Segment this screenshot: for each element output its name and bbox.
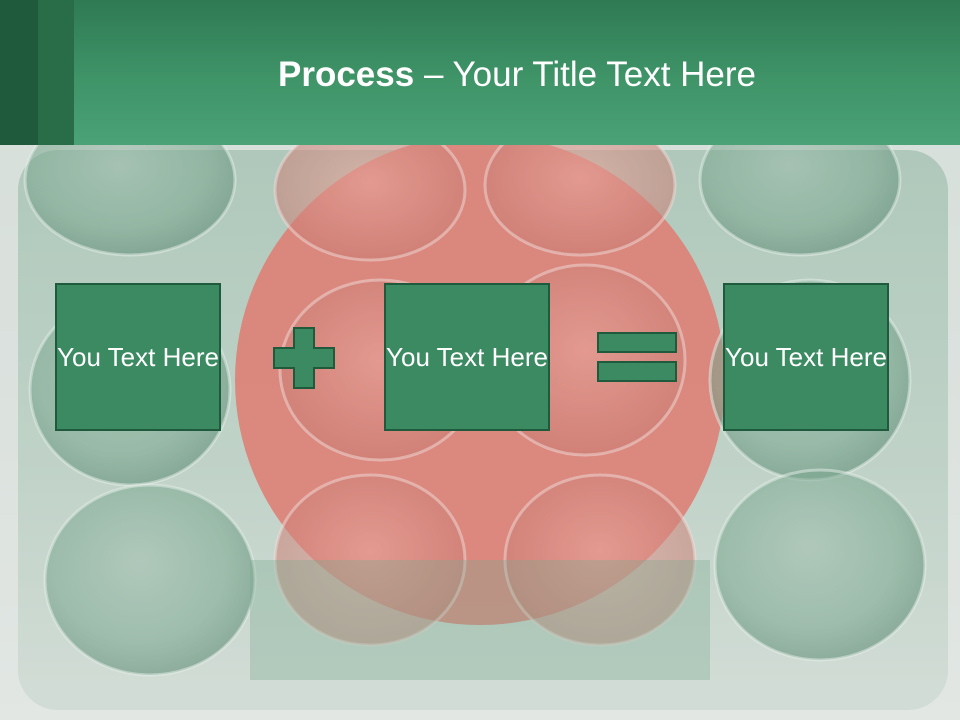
plus-icon xyxy=(273,327,335,389)
title-header: Process – Your Title Text Here xyxy=(0,0,960,145)
title-rest: – Your Title Text Here xyxy=(414,55,756,94)
equals-icon xyxy=(597,332,677,382)
title-bold: Process xyxy=(278,55,415,94)
process-box-text: You Text Here xyxy=(386,342,548,372)
process-box-3[interactable]: You Text Here xyxy=(723,283,889,431)
process-box-text: You Text Here xyxy=(57,342,219,372)
header-accent-mid xyxy=(38,0,74,145)
process-box-text: You Text Here xyxy=(725,342,887,372)
slide-title: Process – Your Title Text Here xyxy=(74,52,960,98)
process-box-1[interactable]: You Text Here xyxy=(55,283,221,431)
process-box-2[interactable]: You Text Here xyxy=(384,283,550,431)
header-accent-dark xyxy=(0,0,38,145)
